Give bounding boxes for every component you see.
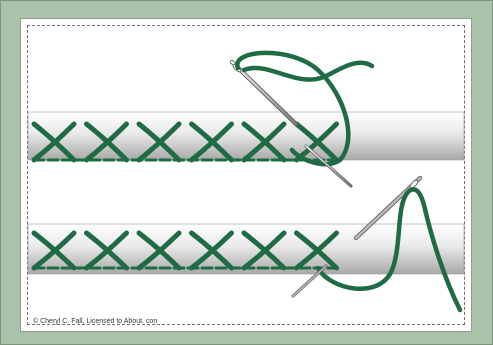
- copyright-credit: © Cheryl C. Fall, Licensed to About. con: [33, 318, 157, 325]
